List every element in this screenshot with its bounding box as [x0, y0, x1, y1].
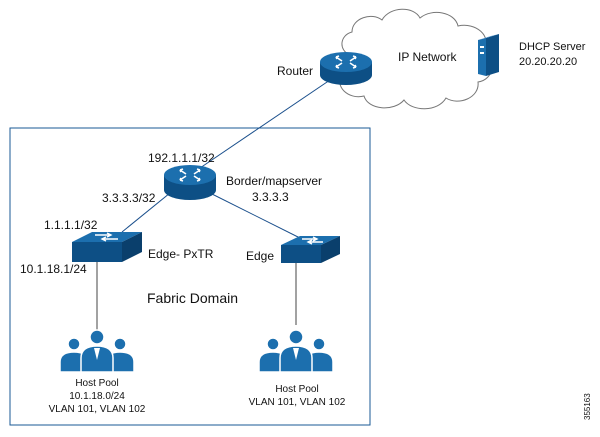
- fabric-domain-label: Fabric Domain: [147, 290, 238, 306]
- dhcp-server-icon: [478, 34, 499, 76]
- host-pool-left-icon: [59, 329, 135, 373]
- dhcp-server-name: DHCP Server: [519, 41, 586, 53]
- fabric-domain-box: [9, 127, 371, 426]
- border-name: Border/mapserver: [226, 174, 322, 188]
- edge-pxtr-switch-icon: [72, 232, 142, 262]
- host-pool-right-title: Host Pool: [275, 384, 318, 395]
- figure-id: 355163: [583, 393, 592, 420]
- router-icon: [320, 52, 372, 85]
- link-router-border: [199, 79, 331, 169]
- router-label: Router: [277, 64, 313, 78]
- ip-network-label: IP Network: [398, 50, 457, 64]
- border-ip-left: 3.3.3.3/32: [102, 191, 156, 205]
- edge-pxtr-name: Edge- PxTR: [148, 247, 214, 261]
- host-pool-left-vlans: VLAN 101, VLAN 102: [49, 404, 146, 415]
- border-ip-top: 192.1.1.1/32: [148, 151, 215, 165]
- border-router-icon: [164, 165, 216, 200]
- edge-pxtr-ip-top: 1.1.1.1/32: [44, 218, 98, 232]
- host-pool-right-vlans: VLAN 101, VLAN 102: [249, 397, 346, 408]
- link-border-edge: [209, 192, 301, 239]
- border-ip-right: 3.3.3.3: [252, 190, 289, 204]
- dhcp-server-ip: 20.20.20.20: [519, 56, 577, 68]
- host-pool-right-icon: [258, 329, 334, 373]
- edge-pxtr-ip-bottom: 10.1.18.1/24: [20, 262, 87, 276]
- edge-name: Edge: [246, 249, 274, 263]
- edge-switch-icon: [281, 236, 340, 263]
- host-pool-left-title: Host Pool: [75, 378, 118, 389]
- link-border-edge-pxtr: [121, 192, 171, 233]
- host-pool-left-subnet: 10.1.18.0/24: [69, 391, 125, 402]
